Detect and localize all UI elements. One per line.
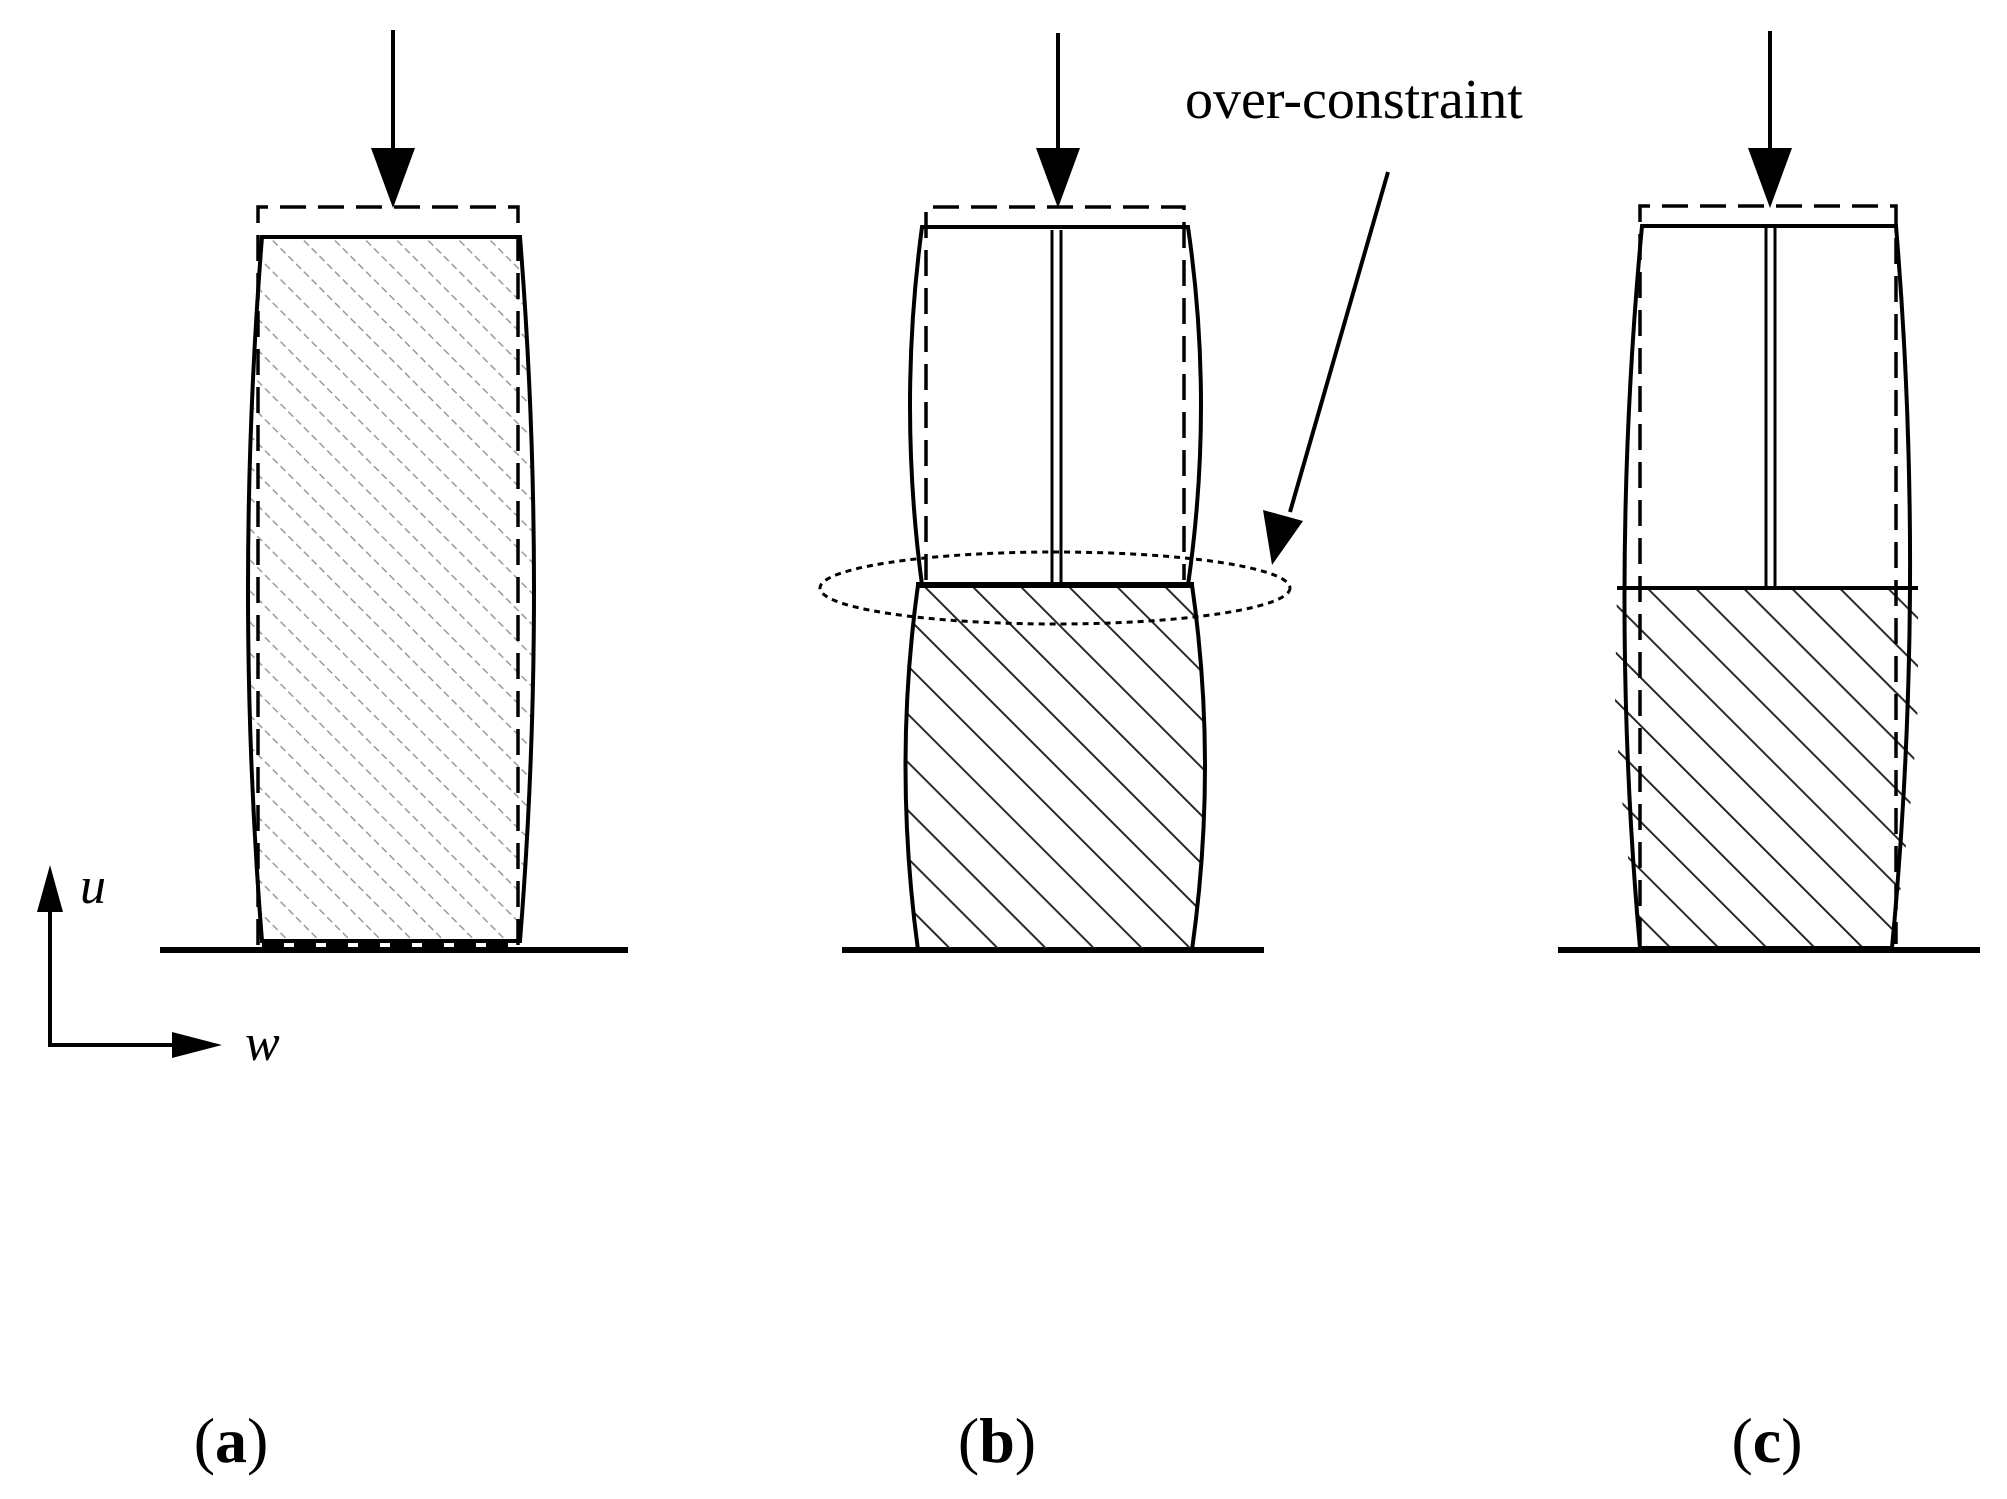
panel-a-caption: (a) (194, 1405, 269, 1476)
lower-hatched-segment-c (1615, 588, 1918, 948)
load-arrow-c-head (1748, 148, 1792, 208)
panel-b (818, 33, 1390, 953)
load-arrow-b-head (1036, 148, 1080, 208)
axis-u-label: u (80, 858, 106, 915)
panel-a-paren-open: ( (194, 1405, 215, 1476)
original-outline-b (924, 205, 1186, 580)
panel-c (1558, 31, 1980, 953)
panel-b-paren-open: ( (958, 1405, 979, 1476)
panel-a-letter: a (215, 1405, 247, 1476)
panel-b-paren-close: ) (1015, 1405, 1036, 1476)
panel-a-paren-close: ) (247, 1405, 268, 1476)
over-constraint-ellipse (818, 550, 1292, 626)
panel-c-caption: (c) (1731, 1405, 1802, 1476)
panel-c-paren-open: ( (1731, 1405, 1752, 1476)
deformed-column-c (1622, 224, 1913, 950)
panel-c-letter: c (1753, 1405, 1781, 1476)
annotation-pointer-head (1263, 510, 1303, 565)
panel-b-letter: b (979, 1405, 1015, 1476)
annotation-pointer-shaft (1288, 171, 1390, 513)
over-constraint-label: over-constraint (1185, 69, 1523, 131)
upper-segment-b (908, 225, 1203, 587)
load-arrow-a-head (371, 148, 415, 208)
panel-b-caption: (b) (958, 1405, 1036, 1476)
lower-hatched-segment-b (903, 583, 1207, 952)
axis-indicator: u w (37, 858, 280, 1072)
panel-c-paren-close: ) (1781, 1405, 1802, 1476)
axis-w-arrowhead (172, 1032, 222, 1058)
axis-u-arrowhead (37, 865, 63, 912)
deformed-column-a (246, 235, 536, 943)
axis-w-label: w (245, 1015, 280, 1072)
panel-a (160, 30, 628, 953)
